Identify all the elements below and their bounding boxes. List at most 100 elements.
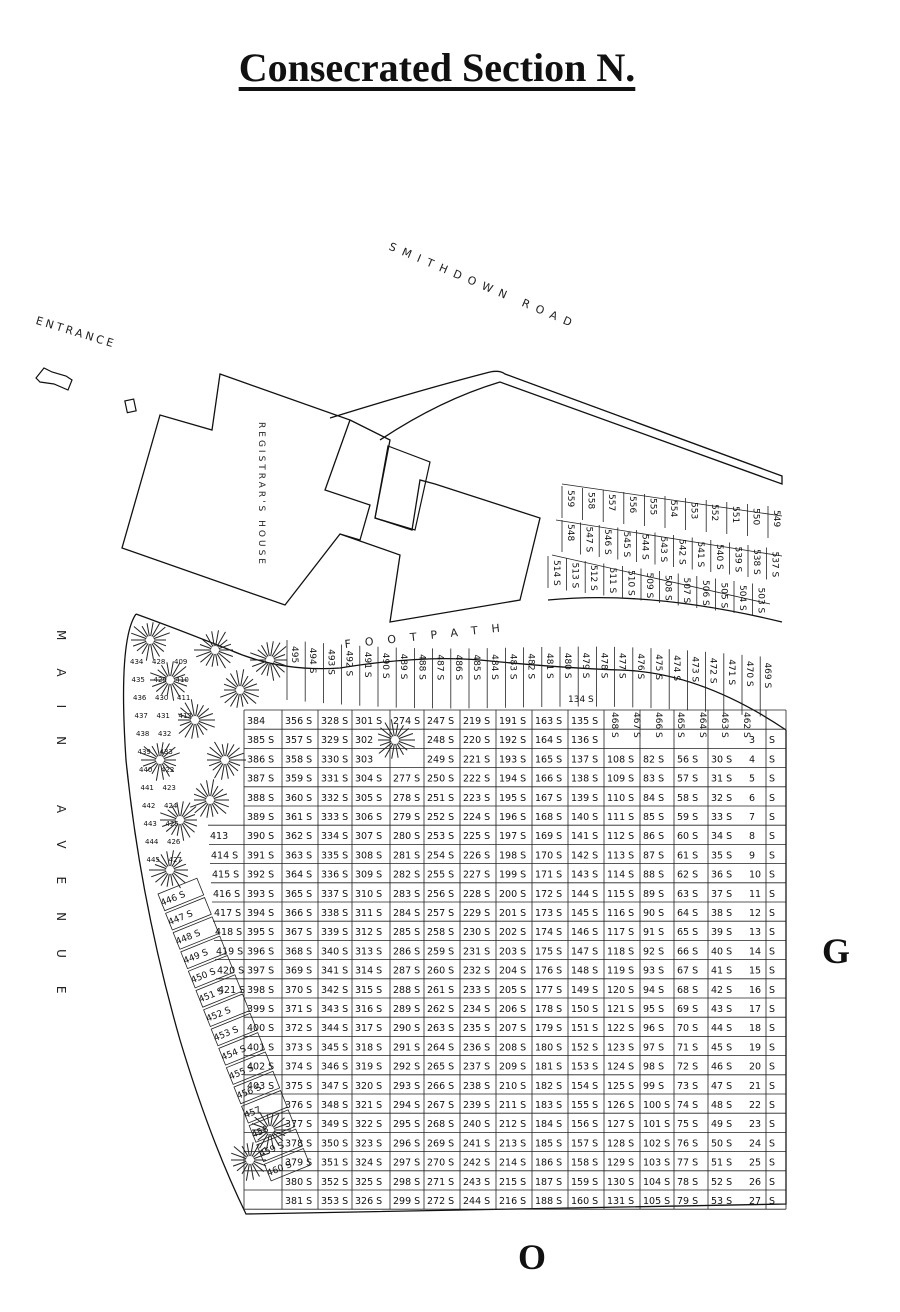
- plot-number: 22: [749, 1100, 761, 1111]
- plot-number: 357 S: [285, 735, 312, 746]
- plot-number: 441: [141, 784, 154, 792]
- plot-number: S: [769, 1196, 775, 1207]
- plot-number: 208 S: [499, 1042, 526, 1053]
- plot-number: 508 S: [663, 575, 673, 601]
- plot-number: 353 S: [321, 1196, 348, 1207]
- plot-number: 374 S: [285, 1062, 312, 1073]
- plot-number: 241 S: [463, 1138, 490, 1149]
- plot-number: 313 S: [355, 946, 382, 957]
- plot-number: 542 S: [677, 539, 687, 565]
- plot-number: 308 S: [355, 850, 382, 861]
- plot-number: 181 S: [535, 1062, 562, 1073]
- plot-number: 67 S: [677, 966, 698, 977]
- plot-number: 551: [730, 506, 740, 523]
- plot-number: 438: [136, 730, 149, 738]
- plot-number: 263 S: [427, 1023, 454, 1034]
- plot-number: 557: [606, 494, 616, 511]
- plot-number: 484 S: [489, 654, 499, 680]
- plot-number: 40 S: [711, 946, 732, 957]
- plot-number: 197 S: [499, 831, 526, 842]
- tree-icon: [131, 622, 170, 661]
- plot-number: 342 S: [321, 985, 348, 996]
- plot-number: 347 S: [321, 1081, 348, 1092]
- plot-outline: [180, 935, 228, 970]
- plot-number: 18: [749, 1023, 761, 1034]
- plot-number: 251 S: [427, 793, 454, 804]
- plot-number: 257 S: [427, 908, 454, 919]
- plot-number: 512 S: [588, 565, 598, 591]
- plot-number: 41 S: [711, 966, 732, 977]
- adjoining-section-o: O: [518, 1237, 547, 1277]
- plot-number: 236 S: [463, 1042, 490, 1053]
- tree-icon: [194, 630, 234, 669]
- plot-number: 314 S: [355, 966, 382, 977]
- plot-number: 126 S: [607, 1100, 634, 1111]
- plot-number: 186 S: [535, 1158, 562, 1169]
- plot-number: 558: [586, 492, 596, 509]
- plot-number: 537 S: [770, 552, 780, 578]
- plot-number: 485 S: [471, 654, 481, 680]
- plot-number: 99 S: [643, 1081, 664, 1092]
- plot-number: S: [769, 793, 775, 804]
- plot-number: 90 S: [643, 908, 664, 919]
- plot-number: 538 S: [751, 549, 761, 575]
- plot-number: 72 S: [677, 1062, 698, 1073]
- plot-number: 167 S: [535, 793, 562, 804]
- plot-number: 134 S: [568, 695, 594, 705]
- plot-number: 85 S: [643, 812, 664, 823]
- plot-number: 286 S: [393, 946, 420, 957]
- plot-number: 207 S: [499, 1023, 526, 1034]
- plot-number: 193 S: [499, 754, 526, 765]
- tree-icon: [177, 699, 215, 739]
- plot-number: 265 S: [427, 1062, 454, 1073]
- plot-number: 234 S: [463, 1004, 490, 1015]
- plot-number: 292 S: [393, 1062, 420, 1073]
- plot-number: 63 S: [677, 889, 698, 900]
- plot-number: 318 S: [355, 1042, 382, 1053]
- plot-number: 425: [166, 820, 179, 828]
- plot-number: 30 S: [711, 754, 732, 765]
- plot-number: 123 S: [607, 1042, 634, 1053]
- plot-number: 544 S: [639, 534, 649, 560]
- plot-number: 359 S: [285, 774, 312, 785]
- plot-number: 163 S: [535, 716, 562, 727]
- plot-number: 225 S: [463, 831, 490, 842]
- plot-number: 125 S: [607, 1081, 634, 1092]
- plot-number: 360 S: [285, 793, 312, 804]
- plot-number: 475 S: [653, 654, 663, 680]
- plot-number: 325 S: [355, 1177, 382, 1188]
- plot-number: 206 S: [499, 1004, 526, 1015]
- plot-number: 178 S: [535, 1004, 562, 1015]
- plot-number: 168 S: [535, 812, 562, 823]
- plot-number: 73 S: [677, 1081, 698, 1092]
- plot-number: S: [769, 927, 775, 938]
- plot-number: 83 S: [643, 774, 664, 785]
- plot-number: 61 S: [677, 850, 698, 861]
- plot-number: 435: [132, 676, 145, 684]
- plot-number: 233 S: [463, 985, 490, 996]
- plot-number: 87 S: [643, 850, 664, 861]
- plot-number: 183 S: [535, 1100, 562, 1111]
- plot-number: S: [769, 774, 775, 785]
- tree-icon: [190, 779, 229, 818]
- tree-icon: [377, 719, 415, 759]
- plot-number: 306 S: [355, 812, 382, 823]
- plot-number: 48 S: [711, 1100, 732, 1111]
- plot-number: 50 S: [711, 1138, 732, 1149]
- plot-number: 473 S: [689, 656, 699, 682]
- plot-number: 494 S: [307, 648, 317, 674]
- plot-number: 399 S: [247, 1004, 274, 1015]
- plot-number: 249 S: [427, 754, 454, 765]
- plot-number: 26: [749, 1177, 761, 1188]
- plot-number: 415 S: [212, 870, 239, 881]
- plot-number: 214 S: [499, 1158, 526, 1169]
- plot-number: 442: [142, 802, 155, 810]
- plot-number: 279 S: [393, 812, 420, 823]
- plot-number: 463 S: [719, 712, 729, 738]
- plot-number: 16: [749, 985, 761, 996]
- plot-number: 280 S: [393, 831, 420, 842]
- plot-number: 315 S: [355, 985, 382, 996]
- plot-number: 35 S: [711, 850, 732, 861]
- plot-number: 372 S: [285, 1023, 312, 1034]
- plot-number: 60 S: [677, 831, 698, 842]
